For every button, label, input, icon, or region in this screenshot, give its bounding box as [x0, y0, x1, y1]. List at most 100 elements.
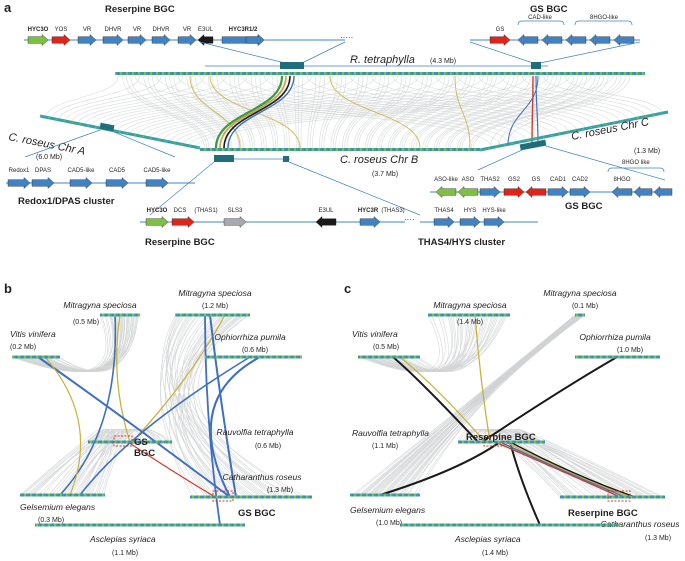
gene-arrow: [483, 216, 505, 228]
synteny-link: [167, 314, 307, 498]
gene-arrow: [77, 34, 97, 46]
synteny-link: [194, 75, 613, 149]
synteny-link: [414, 75, 603, 126]
gene-arrow: [69, 177, 93, 189]
gene-arrow: [7, 177, 31, 189]
highlighted-synteny-link: [79, 356, 251, 496]
gene-label: CAD2: [572, 177, 589, 183]
zoom-line: [113, 131, 176, 158]
synteny-link: [395, 314, 579, 496]
species-size: (1.3 Mb): [645, 535, 671, 542]
synteny-link: [214, 75, 284, 149]
synteny-link: [388, 75, 467, 149]
species-size: (1.2 Mb): [202, 303, 228, 310]
species-size: (1.4 Mb): [457, 319, 483, 326]
gene-label: CAD1: [550, 177, 567, 183]
species-chromosome: [20, 493, 105, 497]
gene-label: DHVR: [152, 27, 170, 33]
species-chromosome: [400, 523, 620, 527]
synteny-link: [411, 314, 489, 372]
synteny-link: [186, 314, 289, 498]
synteny-link: [395, 314, 463, 372]
synteny-link: [219, 75, 287, 149]
gene-arrow: [541, 34, 563, 46]
synteny-link: [43, 314, 138, 372]
gene-arrow: [489, 34, 511, 46]
synteny-link: [485, 429, 588, 498]
gene-label: VR: [133, 27, 142, 33]
synteny-link: [37, 314, 135, 372]
synteny-link: [372, 314, 460, 372]
synteny-link: [174, 314, 236, 498]
synteny-link: [209, 75, 301, 149]
chrC-bgc-block: [519, 139, 547, 151]
highlighted-synteny-link: [37, 356, 231, 498]
gene-label: GS2: [508, 177, 521, 183]
synteny-link: [77, 75, 226, 126]
gene-arrow: [633, 186, 653, 198]
synteny-link: [399, 75, 489, 149]
species-chromosome: [205, 355, 302, 359]
highlighted-synteny-link: [379, 441, 501, 496]
synteny-link: [195, 75, 244, 149]
synteny-link: [190, 75, 242, 149]
synteny-link: [276, 75, 288, 149]
zoom-line: [545, 145, 666, 181]
synteny-link: [147, 75, 219, 149]
synteny-link: [470, 75, 622, 149]
synteny-link: [511, 429, 649, 498]
bgc-highlight-box: [483, 435, 505, 447]
highlighted-synteny-link: [504, 441, 631, 498]
bgc-highlight-box: [212, 490, 234, 502]
gene-label: 8HGO: [613, 177, 630, 183]
synteny-link: [171, 314, 260, 498]
rt-gs-bgc-block: [531, 62, 541, 69]
synteny-link: [377, 314, 576, 496]
highlighted-synteny-link: [127, 441, 216, 498]
synteny-link: [44, 314, 122, 372]
synteny-link: [26, 428, 106, 496]
synteny-link: [272, 75, 286, 149]
gene-label: ASO: [462, 177, 475, 183]
gene-label: HYC3R: [358, 208, 379, 214]
gene-arrow: [359, 216, 381, 228]
panel-label-c: c: [344, 281, 351, 296]
synteny-link: [422, 75, 532, 149]
synteny-link: [306, 75, 561, 135]
gene-label: (THAS1): [194, 208, 217, 214]
synteny-link: [11, 314, 107, 372]
synteny-link: [457, 75, 596, 149]
synteny-link: [450, 75, 583, 149]
synteny-link: [531, 75, 534, 147]
species-chromosome: [458, 440, 545, 444]
species-chromosome: [575, 355, 660, 359]
chrA-size: (6.0 Mb): [36, 154, 62, 161]
species-size: (0.3 Mb): [38, 517, 64, 524]
synteny-link: [438, 75, 562, 149]
species-name: Vitis vinifera: [352, 329, 398, 339]
synteny-link: [400, 314, 471, 372]
gene-arrow: [145, 177, 169, 189]
species-size: (1.0 Mb): [376, 520, 402, 527]
species-chromosome: [358, 355, 420, 359]
highlighted-synteny-link: [509, 441, 636, 498]
synteny-link: [16, 314, 137, 372]
synteny-link: [32, 314, 132, 372]
panel-a-synteny-links: [44, 75, 663, 149]
gene-arrow: [197, 34, 214, 46]
synteny-link: [413, 75, 514, 149]
highlighted-synteny-link: [44, 356, 82, 496]
synteny-link: [329, 75, 421, 149]
species-name: Catharanthus roseus: [601, 519, 681, 529]
species-name: Mitragyna speciosa: [543, 288, 617, 298]
gene-label: THAS4: [434, 208, 454, 214]
synteny-link: [496, 429, 565, 498]
synteny-link: [103, 75, 312, 131]
rt-label: R. tetraphylla: [350, 54, 415, 66]
zoom-line: [539, 41, 641, 64]
synteny-link: [183, 314, 248, 498]
synteny-link: [33, 428, 113, 496]
